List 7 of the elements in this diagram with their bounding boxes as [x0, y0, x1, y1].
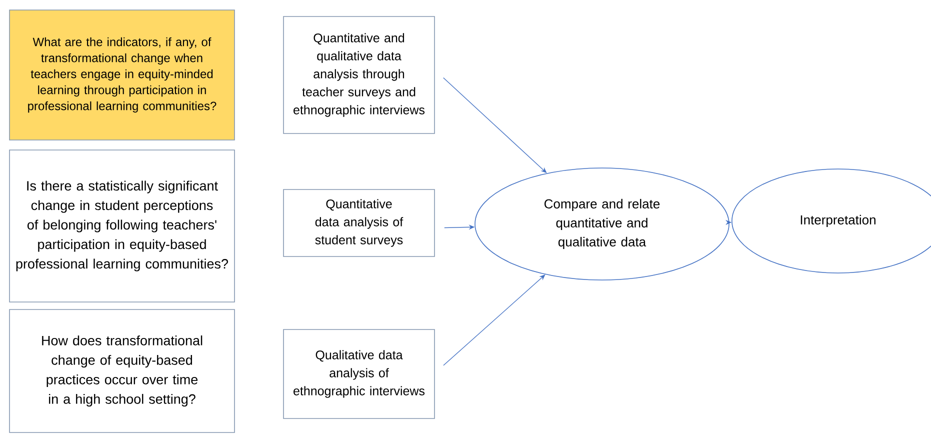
question-box: Is there a statistically significant change in student perceptions of belonging following teachers' participation in equity-based professional learning communities? [9, 150, 235, 302]
analysis-box: Quantitative and qualitative data analysis through teacher surveys and ethnographic interviews [283, 16, 435, 134]
analysis-box: Quantitative data analysis of student surveys [283, 189, 435, 257]
question-box: How does transformational change of equity-based practices occur over time in a high school setting? [9, 309, 235, 433]
arrow [443, 274, 546, 366]
question-box: What are the indicators, if any, of transformational change when teachers engage in equity-minded learning through participation in professional learning communities? [9, 10, 235, 140]
analysis-box: Qualitative data analysis of ethnographic interviews [283, 329, 435, 419]
